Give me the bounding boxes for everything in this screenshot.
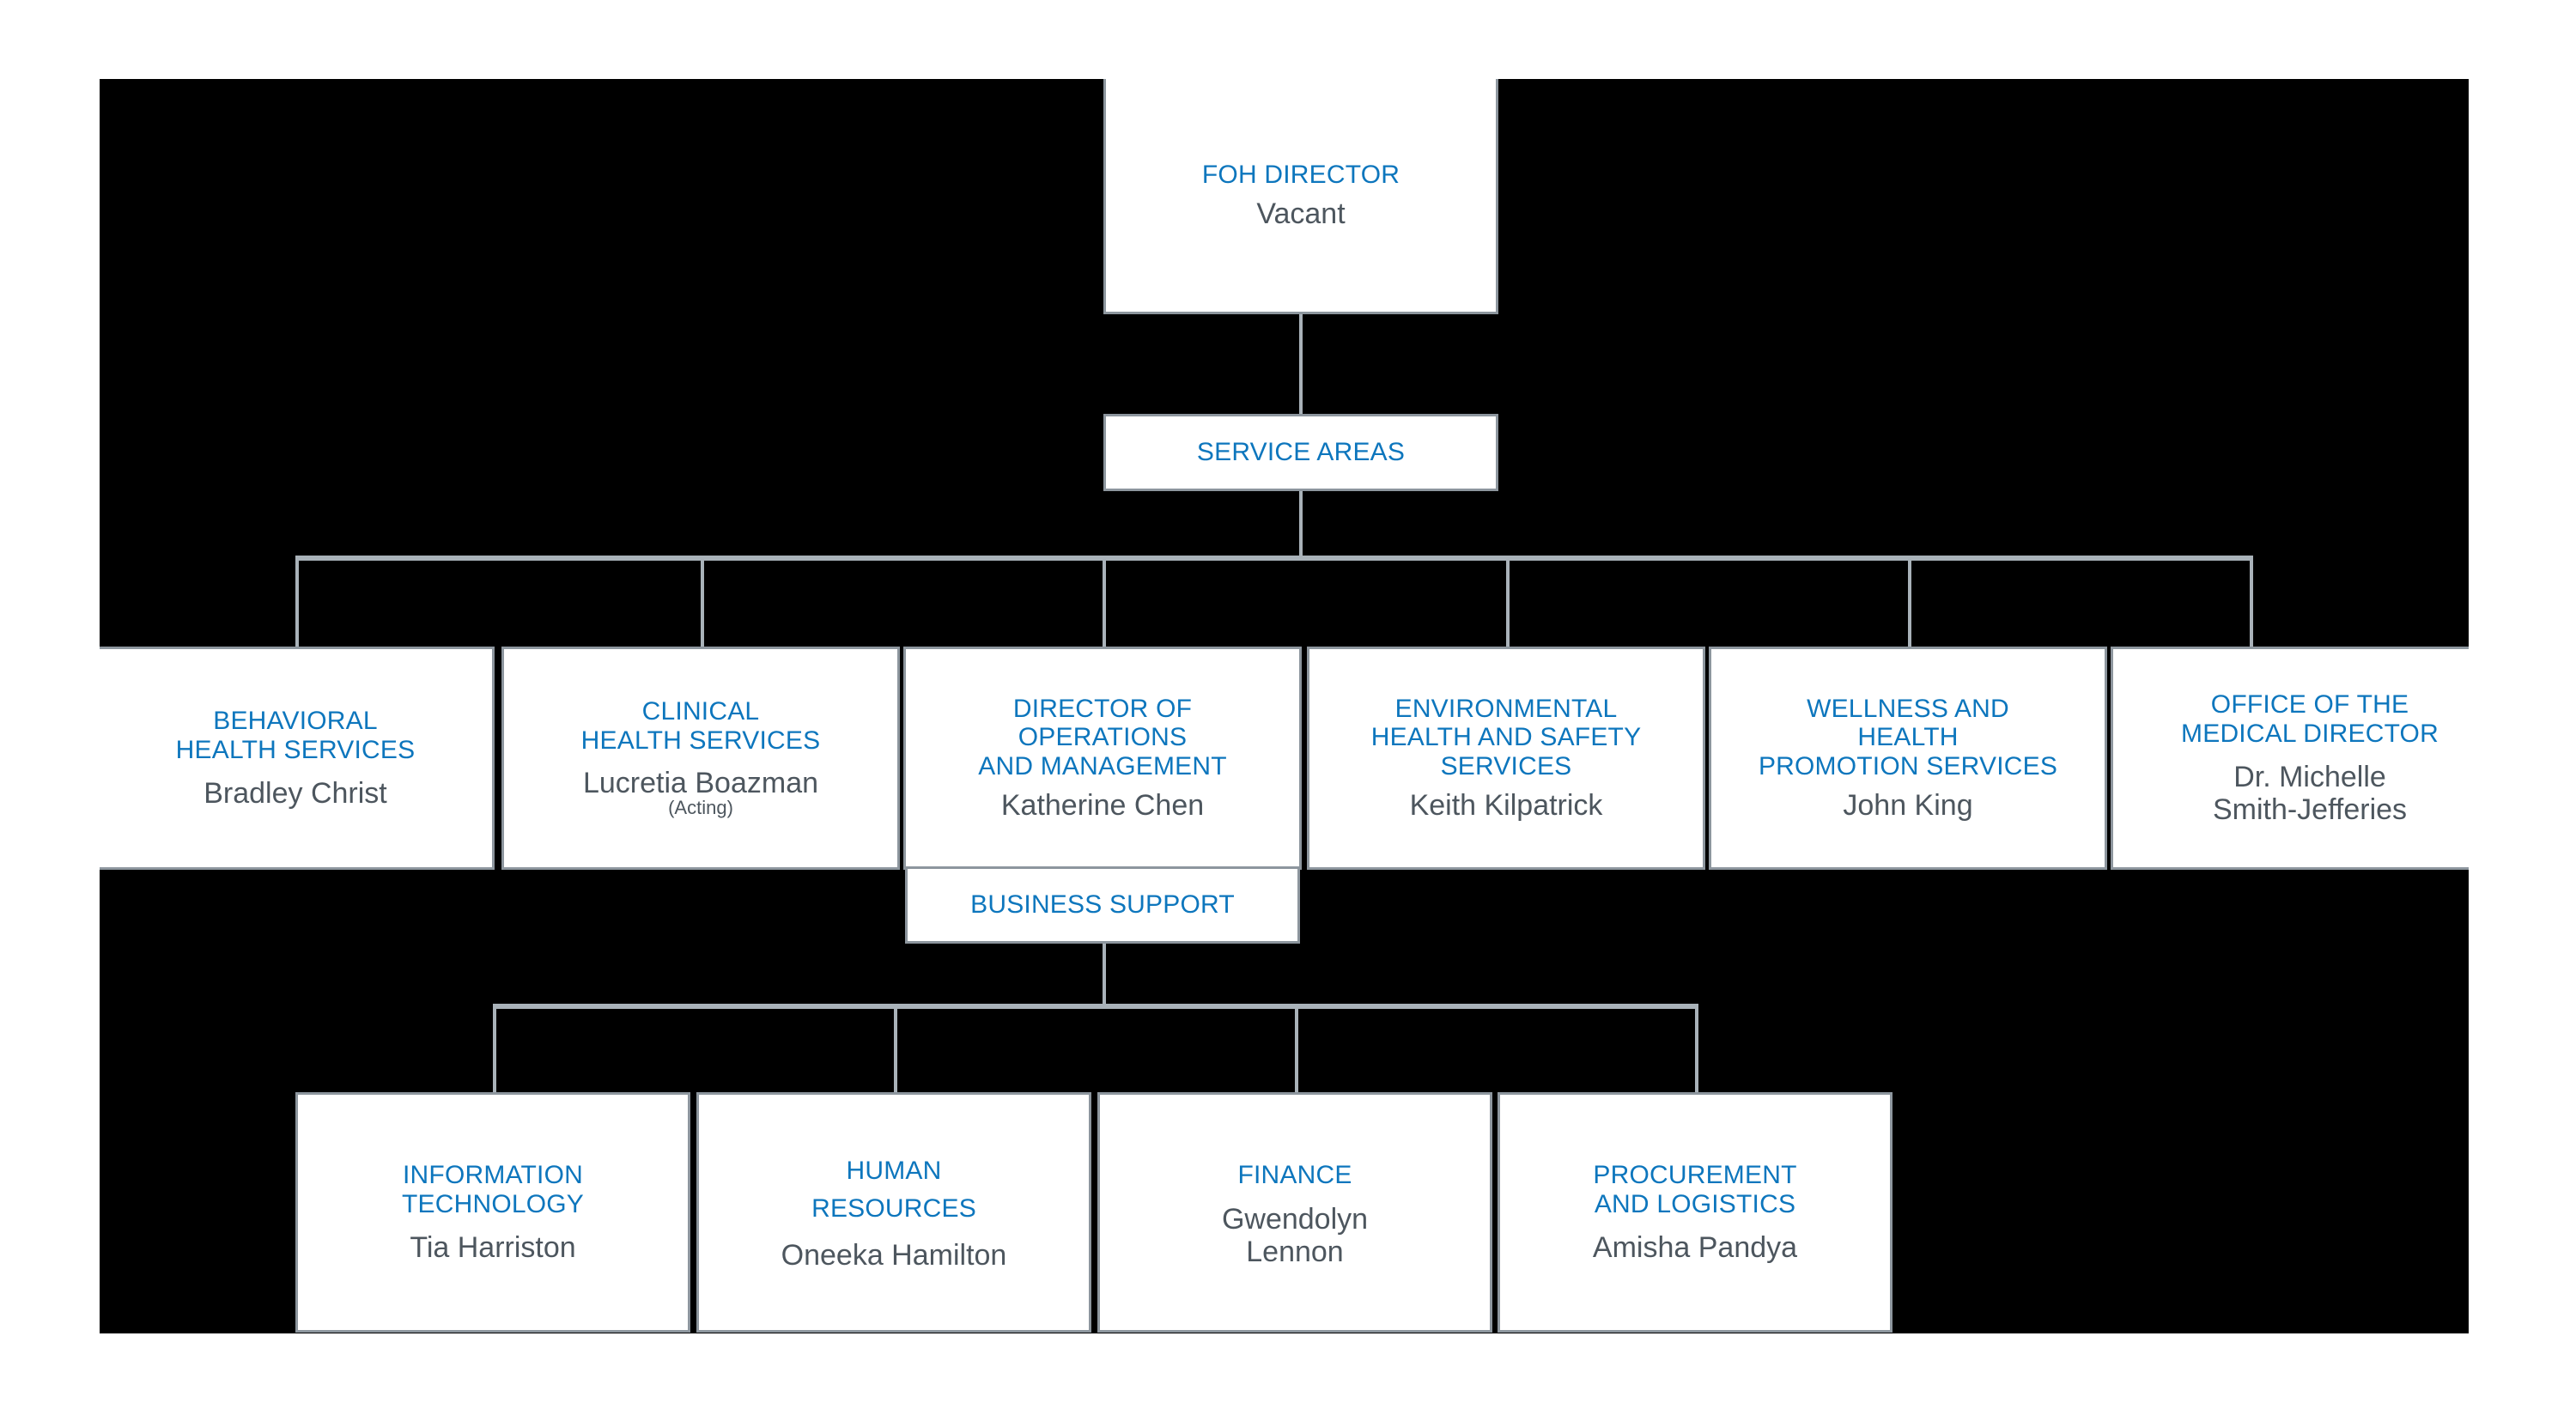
node-title: ENVIRONMENTAL HEALTH AND SAFETY SERVICES <box>1370 694 1642 780</box>
node-business-support[interactable]: BUSINESS SUPPORT <box>905 866 1300 944</box>
node-environmental-health-and-safety-services[interactable]: ENVIRONMENTAL HEALTH AND SAFETY SERVICES… <box>1307 647 1705 870</box>
connector-business-support-to-bus <box>1103 910 1106 1006</box>
connector-bus-business-support <box>493 1004 1697 1009</box>
node-title: CLINICAL HEALTH SERVICES <box>580 697 821 755</box>
connector-bus-service-areas <box>295 556 2251 561</box>
node-person: Keith Kilpatrick <box>1409 789 1603 823</box>
node-person: Dr. Michelle Smith-Jefferies <box>2212 760 2408 826</box>
node-person: Katherine Chen <box>1000 789 1205 823</box>
node-title: BUSINESS SUPPORT <box>970 890 1235 920</box>
node-qualifier: (Acting) <box>668 797 733 819</box>
node-title: HUMAN RESOURCES <box>811 1157 976 1223</box>
node-person: Tia Harriston <box>410 1230 576 1264</box>
node-title: SERVICE AREAS <box>1196 438 1406 467</box>
connector-root-to-service-areas <box>1299 314 1303 414</box>
node-person: Vacant <box>1256 197 1346 231</box>
node-title: DIRECTOR OF OPERATIONS AND MANAGEMENT <box>978 694 1227 780</box>
node-behavioral-health-services[interactable]: BEHAVIORAL HEALTH SERVICES Bradley Chris… <box>100 647 495 870</box>
connector-drop-human-resources <box>894 1004 897 1092</box>
connector-drop-operations <box>1103 556 1106 647</box>
connector-drop-finance <box>1295 1004 1298 1092</box>
node-title: OFFICE OF THE MEDICAL DIRECTOR <box>2181 690 2439 748</box>
connector-drop-medical-director <box>2250 556 2253 647</box>
node-service-areas[interactable]: SERVICE AREAS <box>1103 414 1498 491</box>
node-title: INFORMATION TECHNOLOGY <box>401 1161 585 1218</box>
org-chart-panel: FOH DIRECTOR Vacant SERVICE AREAS BEHAVI… <box>100 79 2469 1333</box>
node-title: BEHAVIORAL HEALTH SERVICES <box>175 707 416 764</box>
node-person: Bradley Christ <box>204 776 387 810</box>
connector-drop-environmental-health <box>1506 556 1510 647</box>
node-person: Lucretia Boazman <box>582 767 819 800</box>
node-person: Amisha Pandya <box>1592 1230 1798 1264</box>
node-office-of-the-medical-director[interactable]: OFFICE OF THE MEDICAL DIRECTOR Dr. Miche… <box>2111 647 2469 870</box>
node-finance[interactable]: FINANCE Gwendolyn Lennon <box>1097 1092 1492 1333</box>
node-clinical-health-services[interactable]: CLINICAL HEALTH SERVICES Lucretia Boazma… <box>501 647 900 870</box>
node-foh-director[interactable]: FOH DIRECTOR Vacant <box>1103 79 1498 314</box>
connector-drop-clinical-health <box>701 556 704 647</box>
node-title: PROCUREMENT AND LOGISTICS <box>1593 1161 1797 1218</box>
connector-drop-wellness <box>1908 556 1911 647</box>
connector-drop-information-technology <box>493 1004 496 1092</box>
node-wellness-and-health-promotion-services[interactable]: WELLNESS AND HEALTH PROMOTION SERVICES J… <box>1709 647 2107 870</box>
connector-service-areas-to-bus <box>1299 457 1303 558</box>
node-person: John King <box>1843 789 1973 823</box>
connector-drop-procurement <box>1695 1004 1698 1092</box>
node-title: FOH DIRECTOR <box>1201 160 1400 189</box>
connector-drop-behavioral-health <box>295 556 299 647</box>
node-procurement-and-logistics[interactable]: PROCUREMENT AND LOGISTICS Amisha Pandya <box>1498 1092 1893 1333</box>
node-title: FINANCE <box>1237 1161 1352 1190</box>
node-person: Gwendolyn Lennon <box>1221 1202 1369 1268</box>
node-information-technology[interactable]: INFORMATION TECHNOLOGY Tia Harriston <box>295 1092 690 1333</box>
node-person: Oneeka Hamilton <box>781 1239 1007 1272</box>
node-director-of-operations-and-management[interactable]: DIRECTOR OF OPERATIONS AND MANAGEMENT Ka… <box>903 647 1302 870</box>
node-title: WELLNESS AND HEALTH PROMOTION SERVICES <box>1758 694 2058 780</box>
node-human-resources[interactable]: HUMAN RESOURCES Oneeka Hamilton <box>696 1092 1091 1333</box>
